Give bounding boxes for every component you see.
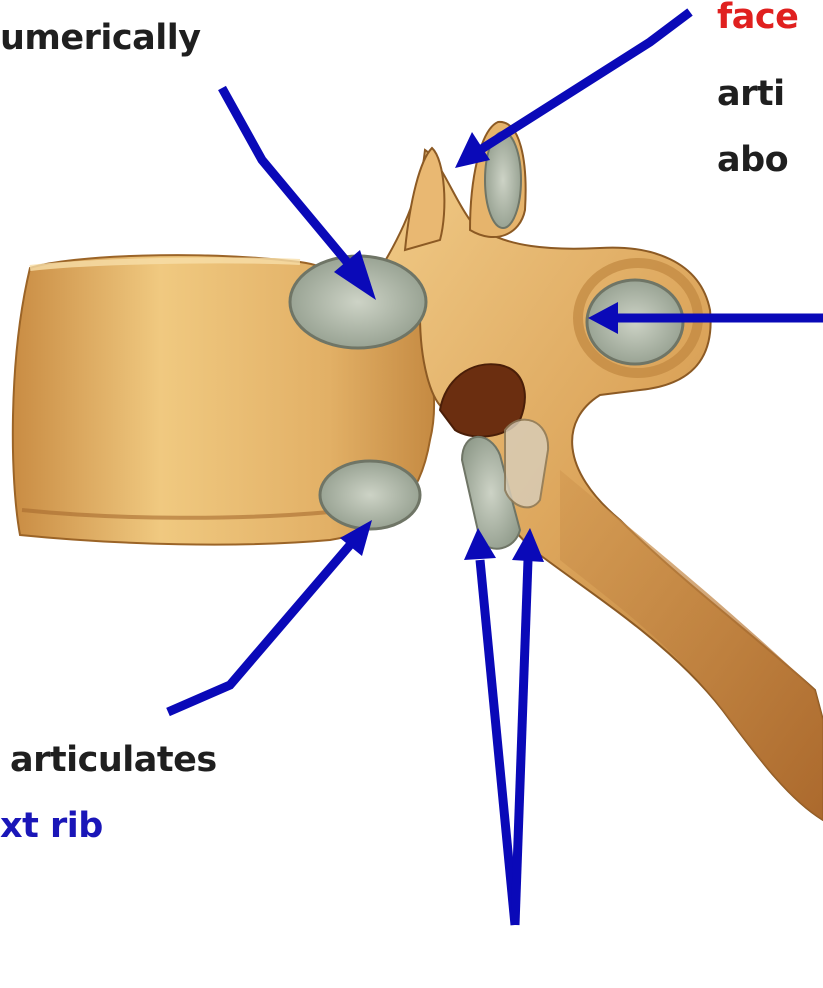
label-top-right-line3: abo [717,140,788,180]
superior-articular-process [405,148,444,250]
label-bottom-left-line1: articulates [10,740,217,780]
inferior-costal-facet [320,461,420,529]
spinous-process [560,470,823,820]
label-bottom-left-line2: xt rib [0,806,103,846]
label-top-right-line2: arti [717,74,785,114]
label-top-left: umerically [0,18,201,58]
label-top-right-line1: face [717,0,798,35]
